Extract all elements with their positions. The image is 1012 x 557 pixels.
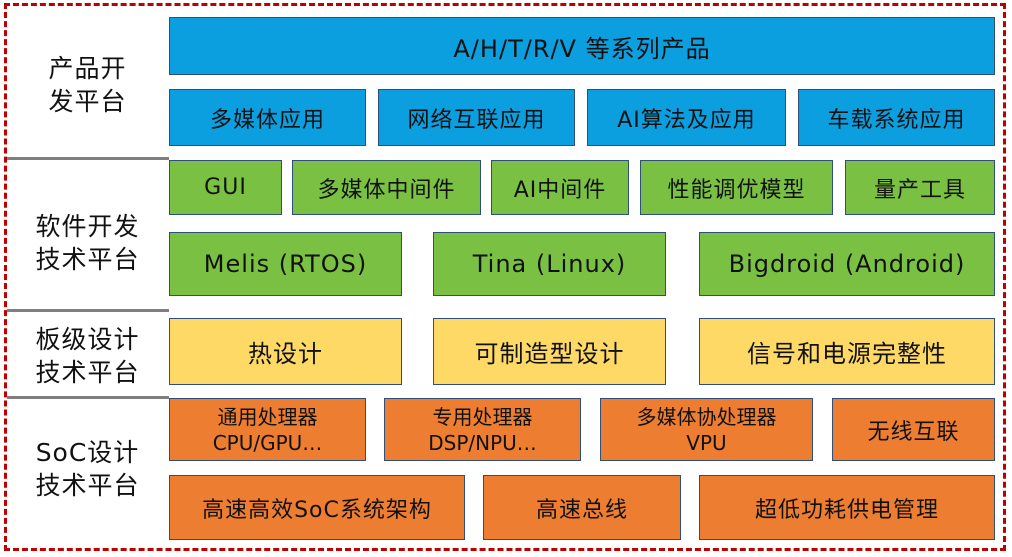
section-label-line: 发平台 xyxy=(48,87,127,116)
soc-processor-box: 专用处理器 DSP/NPU… xyxy=(384,398,581,461)
product-app-box: 网络互联应用 xyxy=(378,89,575,146)
soc-box-title: 无线互联 xyxy=(867,419,960,445)
os-box: Tina (Linux) xyxy=(433,232,666,296)
outer-dashed-frame xyxy=(4,3,1006,551)
soc-processor-box: 多媒体协处理器 VPU xyxy=(600,398,813,461)
board-design-label: 可制造型设计 xyxy=(474,340,625,368)
section-divider xyxy=(7,309,169,312)
os-label: Melis (RTOS) xyxy=(203,250,368,278)
section-label-line: SoC设计 xyxy=(35,438,140,467)
soc-bus-label: 高速总线 xyxy=(535,497,628,523)
soc-box-subtitle: VPU xyxy=(686,430,727,455)
soc-architecture-label: 高速高效SoC系统架构 xyxy=(202,497,432,523)
middleware-box: AI中间件 xyxy=(491,160,629,215)
section-label-line: 技术平台 xyxy=(35,358,140,387)
section-label-line: 技术平台 xyxy=(35,471,140,500)
soc-processor-box: 通用处理器 CPU/GPU… xyxy=(169,398,366,461)
soc-box-subtitle: CPU/GPU… xyxy=(212,430,323,455)
middleware-box: GUI xyxy=(169,160,282,215)
product-app-box: 车载系统应用 xyxy=(798,89,995,146)
section-label-line: 产品开 xyxy=(48,54,127,83)
middleware-label: AI中间件 xyxy=(513,177,607,203)
middleware-label: GUI xyxy=(204,175,247,200)
middleware-box: 量产工具 xyxy=(845,160,995,215)
soc-box-subtitle: DSP/NPU… xyxy=(428,430,537,455)
section-label-line: 板级设计 xyxy=(35,325,140,354)
soc-box-title: 通用处理器 xyxy=(217,404,318,429)
product-app-label: 网络互联应用 xyxy=(407,107,546,133)
product-app-box: 多媒体应用 xyxy=(169,89,366,146)
product-banner: A/H/T/R/V 等系列产品 xyxy=(169,17,995,75)
board-design-label: 热设计 xyxy=(248,340,323,368)
section-label-soc: SoC设计 技术平台 xyxy=(10,436,165,502)
section-label-software: 软件开发 技术平台 xyxy=(10,210,165,276)
board-design-box: 热设计 xyxy=(169,318,402,385)
middleware-label: 性能调优模型 xyxy=(667,177,806,203)
os-label: Tina (Linux) xyxy=(472,250,627,278)
board-design-box: 可制造型设计 xyxy=(433,318,666,385)
product-app-label: 车载系统应用 xyxy=(827,107,966,133)
middleware-box: 多媒体中间件 xyxy=(292,160,481,215)
product-app-box: AI算法及应用 xyxy=(587,89,786,146)
soc-architecture-box: 高速高效SoC系统架构 xyxy=(169,475,465,540)
section-divider xyxy=(7,396,169,399)
middleware-label: 多媒体中间件 xyxy=(317,177,456,203)
product-banner-label: A/H/T/R/V 等系列产品 xyxy=(453,34,711,63)
product-app-label: 多媒体应用 xyxy=(209,107,325,133)
soc-box-title: 专用处理器 xyxy=(432,404,533,429)
section-label-board: 板级设计 技术平台 xyxy=(10,323,165,389)
os-box: Melis (RTOS) xyxy=(169,232,402,296)
soc-power-label: 超低功耗供电管理 xyxy=(754,497,939,523)
soc-power-box: 超低功耗供电管理 xyxy=(699,475,995,540)
middleware-box: 性能调优模型 xyxy=(640,160,833,215)
section-divider xyxy=(7,157,169,160)
section-label-line: 技术平台 xyxy=(35,245,140,274)
os-box: Bigdroid (Android) xyxy=(699,232,995,296)
section-label-product: 产品开 发平台 xyxy=(10,52,165,118)
product-app-label: AI算法及应用 xyxy=(617,107,756,133)
os-label: Bigdroid (Android) xyxy=(728,250,966,278)
board-design-box: 信号和电源完整性 xyxy=(699,318,995,385)
section-label-line: 软件开发 xyxy=(35,212,140,241)
board-design-label: 信号和电源完整性 xyxy=(747,340,947,368)
soc-bus-box: 高速总线 xyxy=(483,475,681,540)
middleware-label: 量产工具 xyxy=(873,177,966,203)
soc-box-title: 多媒体协处理器 xyxy=(636,404,777,429)
soc-wireless-box: 无线互联 xyxy=(832,398,995,461)
